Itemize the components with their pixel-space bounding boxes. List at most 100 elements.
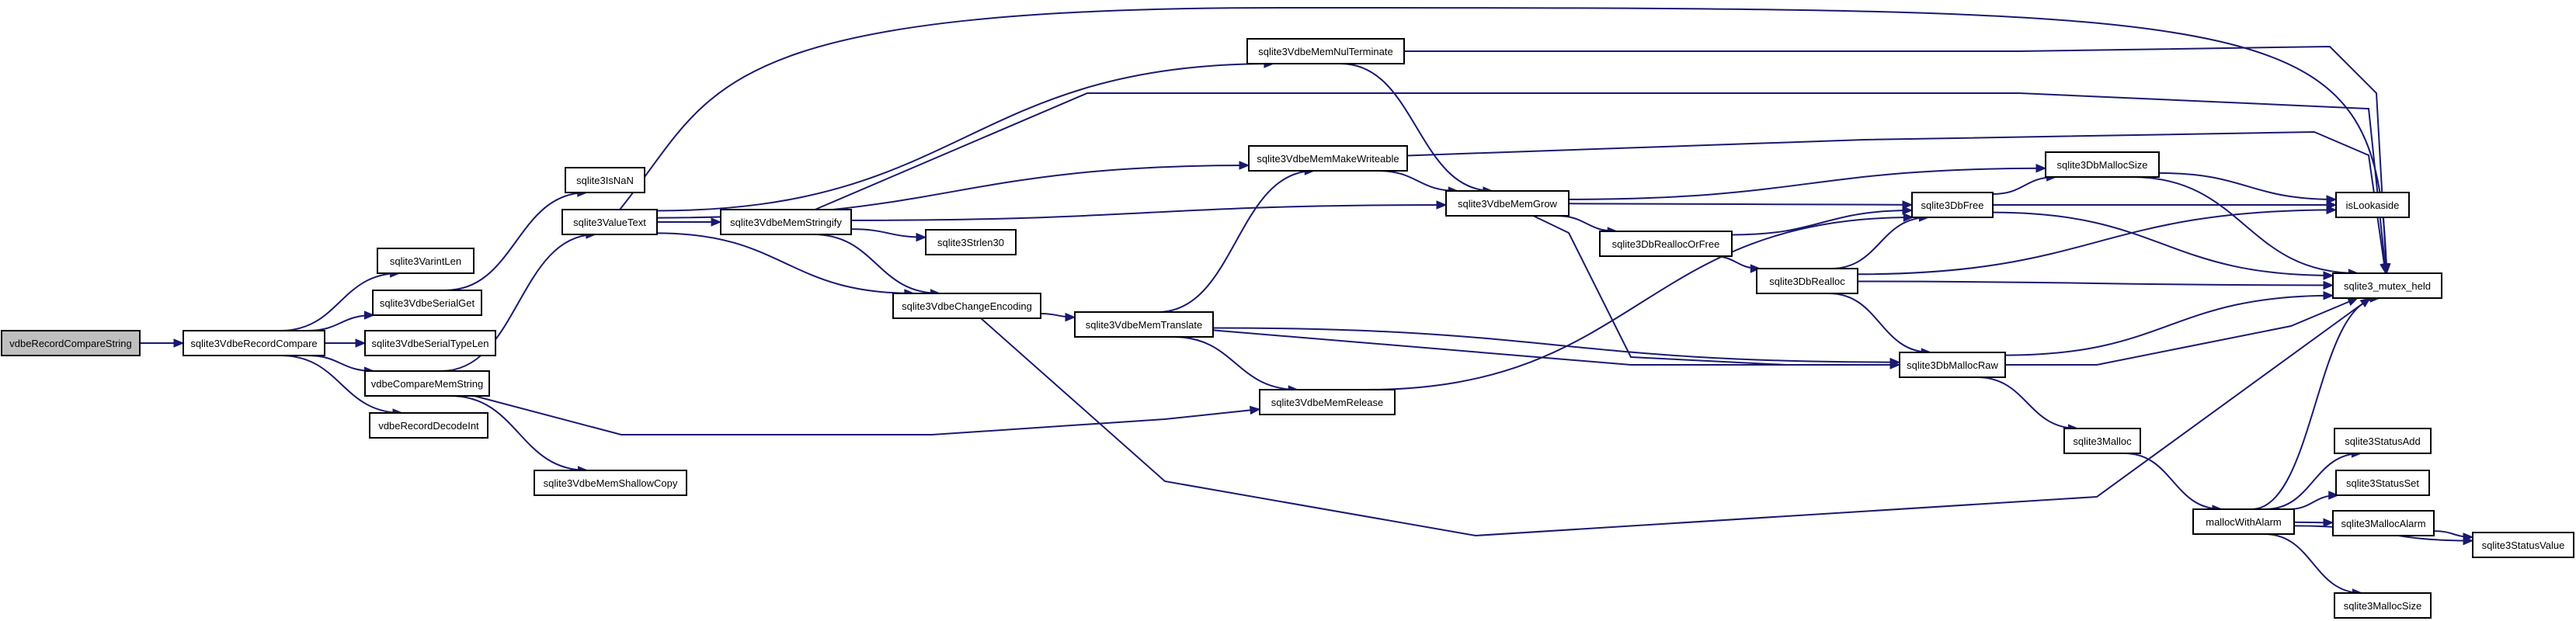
node-box xyxy=(1248,145,1408,172)
arrowhead xyxy=(1436,200,1448,210)
edges-layer xyxy=(140,6,2474,598)
node-label: sqlite3IsNaN xyxy=(576,175,634,186)
edge-sqlite3VdbeSerialGet-to-sqlite3IsNaN xyxy=(445,188,589,291)
node-sqlite3Strlen30[interactable]: sqlite3Strlen30 xyxy=(925,229,1017,255)
node-box xyxy=(372,290,482,316)
node-sqlite3VdbeChangeEncoding[interactable]: sqlite3VdbeChangeEncoding xyxy=(892,293,1041,319)
arrowhead xyxy=(1750,264,1761,273)
node-box xyxy=(2332,272,2442,299)
arrowhead xyxy=(2463,533,2474,542)
edge-line xyxy=(445,192,587,291)
edge-sqlite3VdbeMemTranslate-to-sqlite3VdbeMemRelease xyxy=(1173,336,1299,394)
node-sqlite3VdbeMemRelease[interactable]: sqlite3VdbeMemRelease xyxy=(1259,389,1396,415)
node-box xyxy=(2472,532,2574,558)
node-sqlite3MallocSize[interactable]: sqlite3MallocSize xyxy=(2334,592,2432,619)
edge-sqlite3VdbeMemStringify-to-sqlite3VdbeMemGrow xyxy=(850,200,1448,221)
arrowhead xyxy=(2035,164,2047,173)
edge-line xyxy=(2265,453,2362,510)
node-sqlite3VdbeSerialGet[interactable]: sqlite3VdbeSerialGet xyxy=(372,290,482,316)
edge-mallocWithAlarm-to-sqlite3StatusSet xyxy=(2288,491,2340,510)
edge-sqlite3DbReallocOrFree-to-sqlite3DbFree xyxy=(1731,206,1914,236)
arrowhead xyxy=(363,310,375,320)
arrowhead xyxy=(2328,491,2340,500)
node-label: sqlite3VdbeRecordCompare xyxy=(190,338,317,349)
edge-sqlite3VdbeMemGrow-to-sqlite3DbMallocSize xyxy=(1568,164,2047,200)
node-box xyxy=(565,167,645,193)
edge-line xyxy=(1568,167,2046,200)
node-box xyxy=(720,209,852,235)
node-label: sqlite3DbMallocRaw xyxy=(1907,359,1998,371)
node-mallocWithAlarm[interactable]: mallocWithAlarm xyxy=(2192,508,2295,535)
edge-line xyxy=(1731,210,1913,236)
edge-vdbeCompareMemString-to-sqlite3VdbeMemRelease xyxy=(474,395,1261,435)
edge-sqlite3VdbeMemGrow-to-sqlite3DbMallocRaw xyxy=(1532,215,1901,369)
arrowhead xyxy=(2323,291,2334,300)
node-sqlite3VdbeMemTranslate[interactable]: sqlite3VdbeMemTranslate xyxy=(1074,311,1214,338)
edge-sqlite3VdbeChangeEncoding-to-sqlite3VdbeMemTranslate xyxy=(1040,312,1076,322)
node-vdbeRecordCompareString[interactable]: vdbeRecordCompareString xyxy=(1,330,141,356)
node-label: sqlite3VdbeMemShallowCopy xyxy=(544,477,678,489)
node-sqlite3VarintLen[interactable]: sqlite3VarintLen xyxy=(377,248,475,274)
node-sqlite3VdbeMemMakeWriteable[interactable]: sqlite3VdbeMemMakeWriteable xyxy=(1248,145,1408,172)
edge-sqlite3ValueText-to-sqlite3VdbeMemNulTerminate xyxy=(656,59,1275,212)
node-vdbeRecordDecodeInt[interactable]: vdbeRecordDecodeInt xyxy=(369,412,488,439)
node-sqlite3StatusAdd[interactable]: sqlite3StatusAdd xyxy=(2334,428,2432,454)
edge-sqlite3DbMallocRaw-to-sqlite3Malloc xyxy=(1976,376,2079,433)
node-box xyxy=(1259,389,1396,415)
arrowhead xyxy=(355,338,367,348)
edge-line xyxy=(280,272,400,331)
edge-vdbeRecordCompareString-to-sqlite3VdbeRecordCompare xyxy=(140,338,185,348)
node-sqlite3DbRealloc[interactable]: sqlite3DbRealloc xyxy=(1756,268,1858,294)
node-sqlite3Malloc[interactable]: sqlite3Malloc xyxy=(2063,428,2141,454)
edge-sqlite3DbMallocSize-to-isLookaside xyxy=(2158,172,2338,204)
node-label: sqlite3DbRealloc xyxy=(1769,276,1845,287)
node-sqlite3DbMallocRaw[interactable]: sqlite3DbMallocRaw xyxy=(1899,352,2006,378)
node-sqlite3DbFree[interactable]: sqlite3DbFree xyxy=(1911,192,1994,218)
edge-line xyxy=(1828,293,1931,353)
node-label: sqlite3VdbeMemNulTerminate xyxy=(1258,46,1392,57)
node-label: sqlite3Malloc xyxy=(2073,435,2132,447)
edge-sqlite3VdbeMemTranslate-to-sqlite3VdbeMemMakeWriteable xyxy=(1157,166,1316,313)
node-box xyxy=(2335,192,2410,218)
arrowhead xyxy=(173,338,185,348)
node-sqlite3VdbeMemStringify[interactable]: sqlite3VdbeMemStringify xyxy=(720,209,852,235)
node-sqlite3_mutex_held[interactable]: sqlite3_mutex_held xyxy=(2332,272,2442,299)
node-isLookaside[interactable]: isLookaside xyxy=(2335,192,2410,218)
edge-mallocWithAlarm-to-sqlite3MallocSize xyxy=(2264,533,2363,598)
node-sqlite3ValueText[interactable]: sqlite3ValueText xyxy=(561,209,658,235)
edge-sqlite3DbFree-to-sqlite3_mutex_held xyxy=(1992,211,2334,280)
node-sqlite3VdbeMemShallowCopy[interactable]: sqlite3VdbeMemShallowCopy xyxy=(534,470,687,496)
edge-line xyxy=(1366,217,1914,390)
node-label: vdbeRecordDecodeInt xyxy=(378,420,479,432)
node-label: sqlite3StatusAdd xyxy=(2345,435,2421,447)
node-sqlite3StatusValue[interactable]: sqlite3StatusValue xyxy=(2472,532,2574,558)
edge-line xyxy=(850,204,1447,221)
node-sqlite3VdbeSerialTypeLen[interactable]: sqlite3VdbeSerialTypeLen xyxy=(364,330,496,356)
node-sqlite3DbReallocOrFree[interactable]: sqlite3DbReallocOrFree xyxy=(1599,231,1733,257)
edge-line xyxy=(2131,176,2359,274)
node-box xyxy=(2335,470,2430,496)
node-box xyxy=(2332,510,2435,536)
node-label: sqlite3VdbeMemMakeWriteable xyxy=(1257,153,1399,165)
node-box xyxy=(2192,508,2295,535)
edge-sqlite3VdbeMemNulTerminate-to-sqlite3VdbeMemGrow xyxy=(1340,63,1494,196)
node-label: sqlite3DbMallocSize xyxy=(2056,159,2147,171)
node-label: sqlite3ValueText xyxy=(573,217,646,228)
arrowhead xyxy=(1902,206,1914,215)
node-sqlite3DbMallocSize[interactable]: sqlite3DbMallocSize xyxy=(2045,151,2160,178)
arrowhead xyxy=(2323,518,2334,528)
node-sqlite3VdbeMemGrow[interactable]: sqlite3VdbeMemGrow xyxy=(1445,190,1570,217)
node-label: sqlite3DbReallocOrFree xyxy=(1612,238,1720,250)
node-sqlite3VdbeRecordCompare[interactable]: sqlite3VdbeRecordCompare xyxy=(183,330,325,356)
node-sqlite3VdbeMemNulTerminate[interactable]: sqlite3VdbeMemNulTerminate xyxy=(1246,38,1405,64)
edge-line xyxy=(2158,172,2337,200)
arrowhead xyxy=(1065,312,1076,322)
node-sqlite3StatusSet[interactable]: sqlite3StatusSet xyxy=(2335,470,2430,496)
node-sqlite3MallocAlarm[interactable]: sqlite3MallocAlarm xyxy=(2332,510,2435,536)
edge-line xyxy=(1340,63,1493,192)
node-vdbeCompareMemString[interactable]: vdbeCompareMemString xyxy=(364,370,490,397)
arrowhead xyxy=(1903,213,1914,222)
node-sqlite3IsNaN[interactable]: sqlite3IsNaN xyxy=(565,167,645,193)
node-box xyxy=(364,370,490,397)
node-label: sqlite3VdbeMemStringify xyxy=(730,217,842,228)
